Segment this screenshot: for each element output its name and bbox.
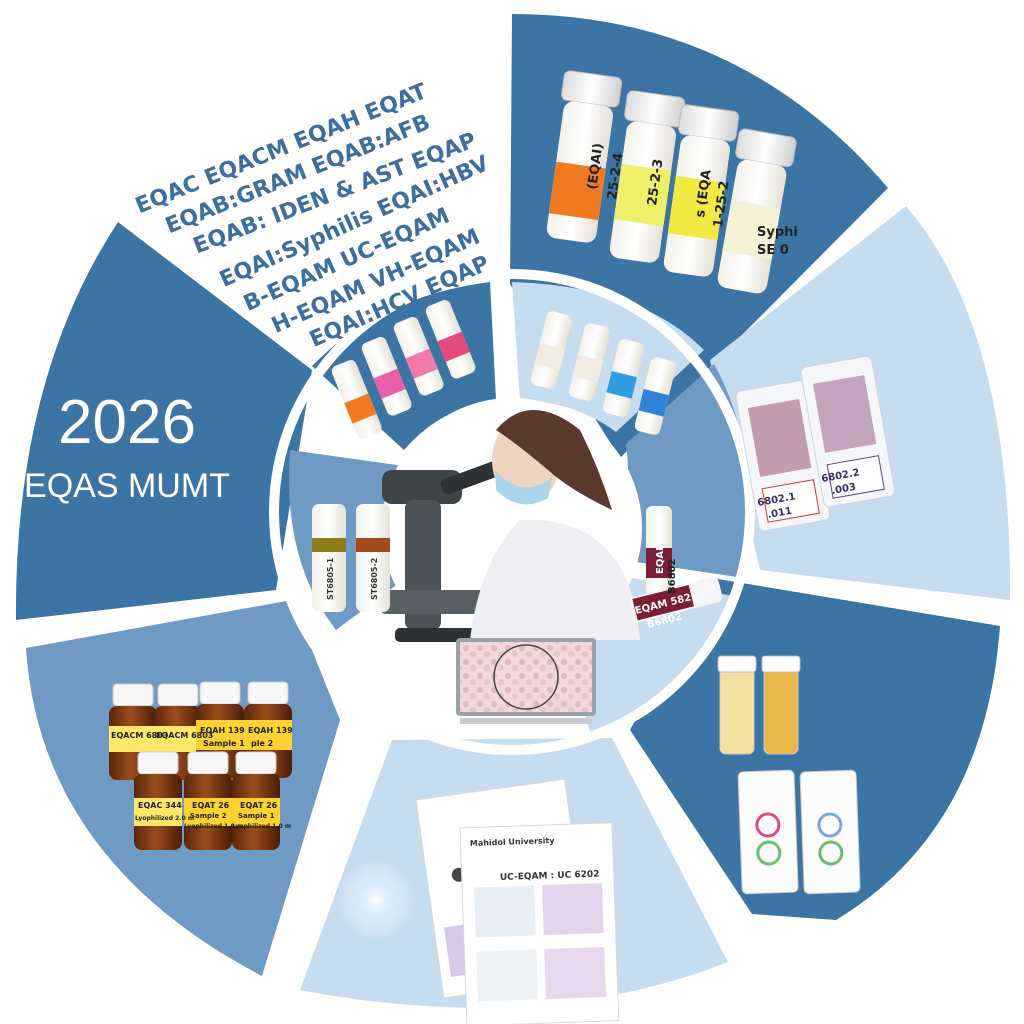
- label-bottle-1: EQACM 6803: [111, 731, 168, 740]
- poster-year: 2026: [58, 388, 196, 457]
- label-report-org: Mahidol University: [470, 836, 556, 848]
- label-heqam-1: EQAM 581: [655, 517, 666, 574]
- label-tube-syphilis-code: SE 0: [757, 243, 789, 258]
- label-tube-syphilis: Syphi: [757, 225, 798, 240]
- vials-cards-group: [717, 655, 861, 895]
- label-bottle-2: EQACM 6803: [156, 731, 213, 740]
- label-bottle-6: EQAT 26: [192, 801, 230, 810]
- label-tube-orange-code: 25-2-4: [605, 152, 626, 201]
- label-bottle-7: EQAT 26: [240, 801, 278, 810]
- label-bottle-6c: Lyophilized 1.0 m: [184, 823, 243, 830]
- poster-subtitle: EQAS MUMT: [24, 467, 230, 505]
- label-bottle-5b: Lyophilized 2.0 m: [135, 815, 194, 822]
- blue-tubes-group: [530, 311, 676, 435]
- scientist-image: [470, 410, 640, 640]
- segment-left-title: [15, 222, 313, 620]
- label-tube-orange: (EQAI): [585, 142, 606, 190]
- microscope-screen-group: [456, 638, 596, 724]
- label-bottle-4: EQAH 139: [248, 726, 293, 735]
- label-bottle-7b: Sample 1: [238, 812, 275, 820]
- label-heqam-1b: B6802: [667, 559, 678, 594]
- st-tubes-group: [312, 504, 390, 612]
- label-bottle-3b: Sample 1: [203, 739, 245, 748]
- label-bottle-3: EQAH 139: [200, 726, 245, 735]
- label-bottle-5: EQAC 344: [138, 801, 182, 810]
- tubes-top-group: [546, 70, 797, 294]
- label-tube-yellow2-code: 1-25-2: [711, 180, 732, 229]
- report-group: [336, 778, 620, 1024]
- slides-group: [735, 355, 896, 532]
- label-heqam-2b: B6802: [646, 612, 683, 631]
- inner-circle: [380, 398, 642, 658]
- pink-tubes-group: [331, 300, 476, 439]
- label-st-tube-2: ST6805-2: [370, 558, 379, 600]
- label-bottle-4b: ple 2: [251, 739, 273, 748]
- label-heqam-2: EQAM 582: [634, 592, 692, 617]
- label-slide-2-num: .003: [831, 482, 857, 497]
- label-slide-1-num: .011: [767, 506, 793, 521]
- label-bottle-6b: Sample 2: [190, 812, 227, 820]
- label-bottle-7c: Lyophilized 1.0 m: [232, 823, 291, 830]
- bottles-group: [109, 681, 292, 850]
- heqam-tubes-group: [629, 506, 723, 622]
- label-report-title: UC-EQAM : UC 6202: [500, 870, 600, 883]
- label-tube-yellow2: s (EQA: [693, 169, 715, 219]
- label-st-tube-1: ST6805-1: [326, 557, 335, 600]
- label-tube-yellow1-code: 25-2-3: [645, 158, 666, 207]
